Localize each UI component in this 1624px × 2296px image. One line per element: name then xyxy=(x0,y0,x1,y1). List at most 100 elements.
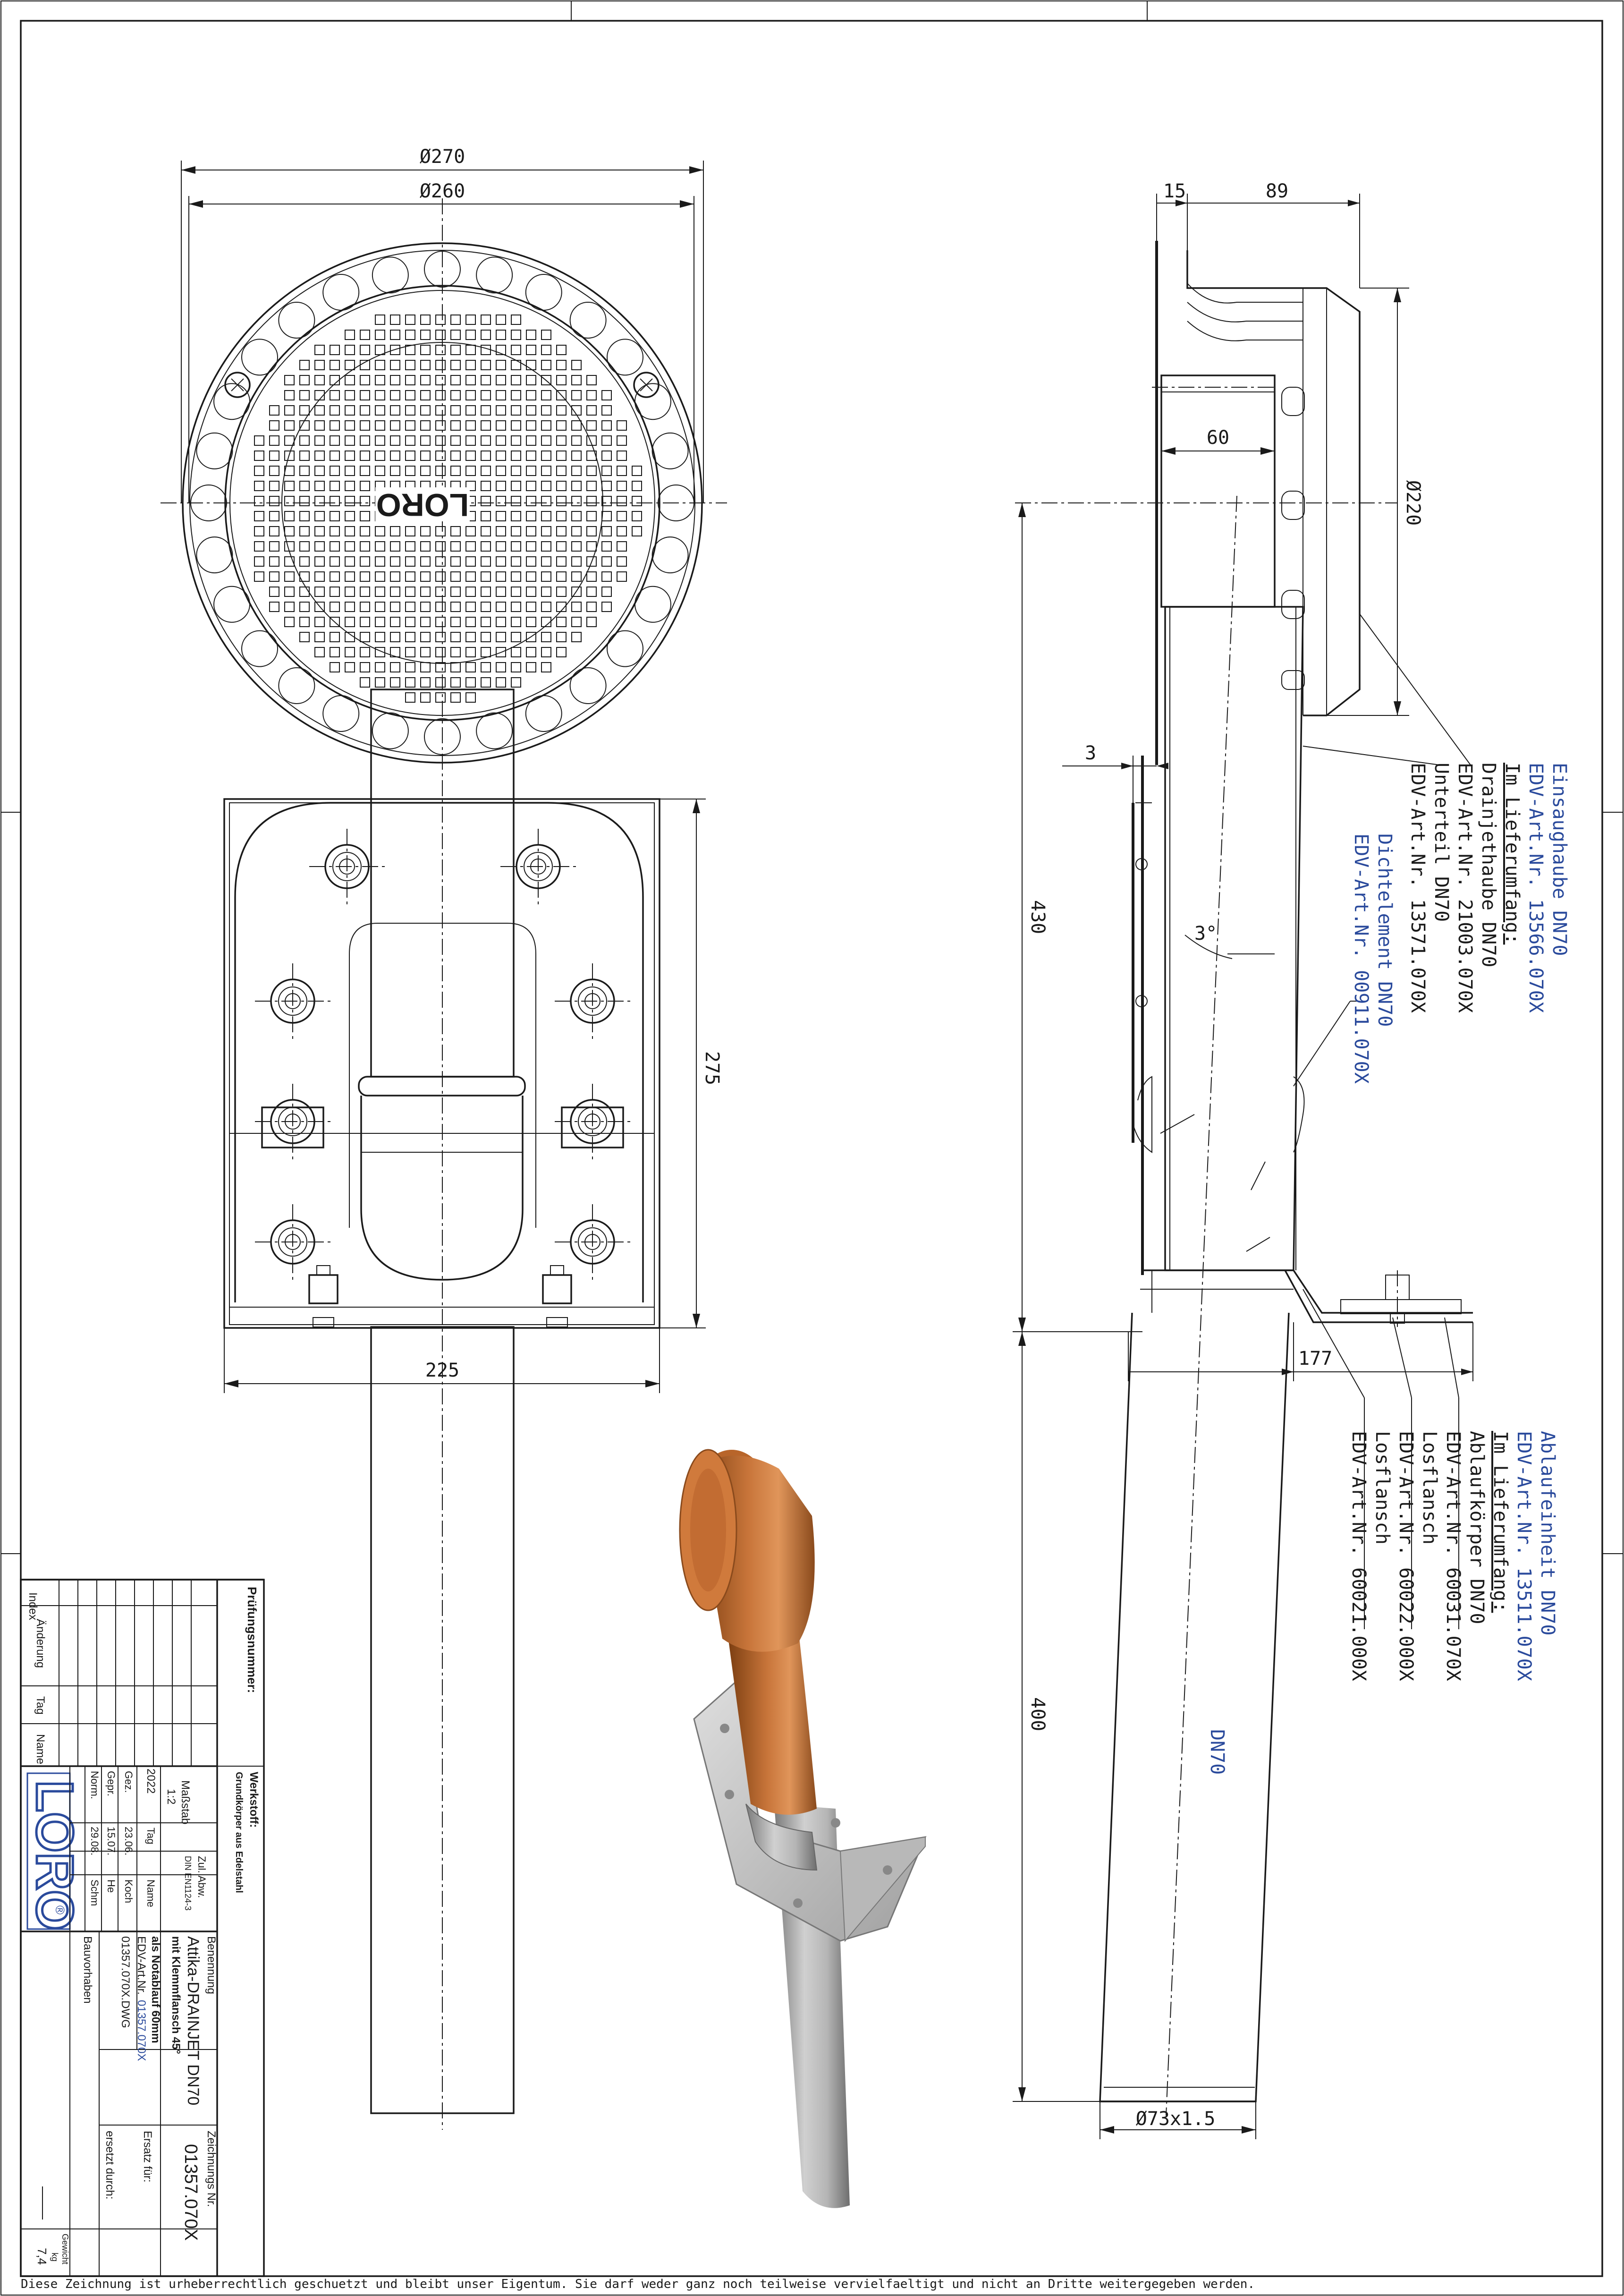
grate-hole xyxy=(330,662,340,672)
logo-reg: ® xyxy=(53,1905,67,1914)
grate-hole xyxy=(390,375,400,385)
tb-row-norm: Norm. xyxy=(89,1771,101,1799)
grate-hole xyxy=(435,390,446,400)
grate-hole xyxy=(481,451,491,461)
grate-hole xyxy=(496,496,506,506)
grate-hole xyxy=(511,375,521,385)
grate-hole xyxy=(284,435,295,446)
title-block: Index Änderung Tag Name Prüfungsnummer: … xyxy=(20,1579,265,2277)
grate-hole xyxy=(617,435,627,446)
tb-row-gez: Gez. xyxy=(123,1771,135,1793)
tb-gewicht: Gewicht xyxy=(60,2234,70,2264)
grate-hole xyxy=(465,345,476,355)
grate-hole xyxy=(405,602,415,612)
grate-hole xyxy=(435,315,446,325)
grate-hole xyxy=(375,556,385,567)
callout-ablauf-edv: EDV-Art.Nr. 13511.070X xyxy=(1513,1431,1535,1681)
grate-hole xyxy=(405,526,415,536)
grate-hole xyxy=(254,556,264,567)
grate-hole xyxy=(601,556,612,567)
grate-hole xyxy=(435,420,446,431)
grate-hole xyxy=(330,632,340,642)
tb-ersatz-fuer: Ersatz für: xyxy=(141,2131,154,2182)
grate-hole xyxy=(345,375,355,385)
grate-hole xyxy=(465,602,476,612)
grate-hole xyxy=(435,375,446,385)
grate-hole xyxy=(345,541,355,552)
grate-hole xyxy=(284,526,295,536)
grate-hole xyxy=(450,632,461,642)
tb-ersetzt-durch: ersetzt durch: xyxy=(103,2131,116,2199)
grate-hole xyxy=(254,511,264,521)
tb-year: 2022 xyxy=(144,1769,157,1794)
tb-gepr-name: He xyxy=(105,1879,117,1893)
grate-hole xyxy=(496,602,506,612)
tb-gez-name: Koch xyxy=(123,1879,135,1903)
grate-hole xyxy=(526,556,536,567)
grate-hole xyxy=(420,451,431,461)
grate-hole xyxy=(375,451,385,461)
grate-hole xyxy=(420,375,431,385)
grate-hole xyxy=(405,315,415,325)
grate-hole xyxy=(269,420,279,431)
grate-hole xyxy=(481,390,491,400)
grate-hole xyxy=(284,541,295,552)
bolt xyxy=(500,829,576,904)
grate-hole xyxy=(450,451,461,461)
grate-hole xyxy=(556,345,567,355)
grate-hole xyxy=(465,481,476,491)
grate-hole xyxy=(556,617,567,627)
grate-hole xyxy=(405,466,415,476)
tb-bauvorhaben: Bauvorhaben xyxy=(81,1936,94,2004)
grate-hole xyxy=(511,330,521,340)
grate-hole xyxy=(405,662,415,672)
grate-hole xyxy=(556,466,567,476)
grate-hole xyxy=(571,405,582,416)
tb-index: Index xyxy=(26,1592,39,1620)
grate-hole xyxy=(541,587,551,597)
grate-hole xyxy=(360,647,370,657)
grate-hole xyxy=(284,390,295,400)
grate-hole xyxy=(511,541,521,552)
bottom-bolt xyxy=(542,1265,572,1327)
dim-3deg: 3° xyxy=(1194,923,1217,944)
grate-hole xyxy=(632,511,642,521)
callout-einsaug-edv: EDV-Art.Nr. 13566.070X xyxy=(1525,763,1547,1013)
grate-hole xyxy=(345,511,355,521)
callout-einsaug-item2: Unterteil DN70 xyxy=(1430,763,1452,922)
grate-hole xyxy=(556,647,567,657)
grate-slot xyxy=(372,256,409,294)
grate-hole xyxy=(511,466,521,476)
grate-hole xyxy=(571,390,582,400)
grate-hole xyxy=(360,375,370,385)
grate-hole xyxy=(360,556,370,567)
grate-hole xyxy=(330,526,340,536)
grate-hole xyxy=(314,345,325,355)
grate-hole xyxy=(420,390,431,400)
grate-hole xyxy=(526,541,536,552)
tb-norm-name: Schm xyxy=(89,1879,101,1906)
grate-hole xyxy=(299,420,310,431)
grate-hole xyxy=(526,405,536,416)
grate-hole xyxy=(526,330,536,340)
grate-hole xyxy=(571,556,582,567)
bottom-bolt xyxy=(308,1265,338,1327)
grate-hole xyxy=(420,420,431,431)
grate-hole xyxy=(375,526,385,536)
grate-hole xyxy=(632,496,642,506)
grate-hole xyxy=(360,360,370,370)
grate-hole xyxy=(541,571,551,582)
grate-hole xyxy=(330,647,340,657)
grate-hole xyxy=(586,451,597,461)
grate-slot xyxy=(607,630,644,667)
grate-hole xyxy=(556,587,567,597)
grate-hole xyxy=(390,435,400,446)
grate-hole xyxy=(617,451,627,461)
grate-hole xyxy=(496,647,506,657)
grate-hole xyxy=(450,617,461,627)
grate-hole xyxy=(405,647,415,657)
grate-hole xyxy=(254,451,264,461)
grate-hole xyxy=(420,556,431,567)
tb-zulabw-value: DIN EN1124-3 xyxy=(183,1856,193,1911)
grate-hole xyxy=(601,541,612,552)
